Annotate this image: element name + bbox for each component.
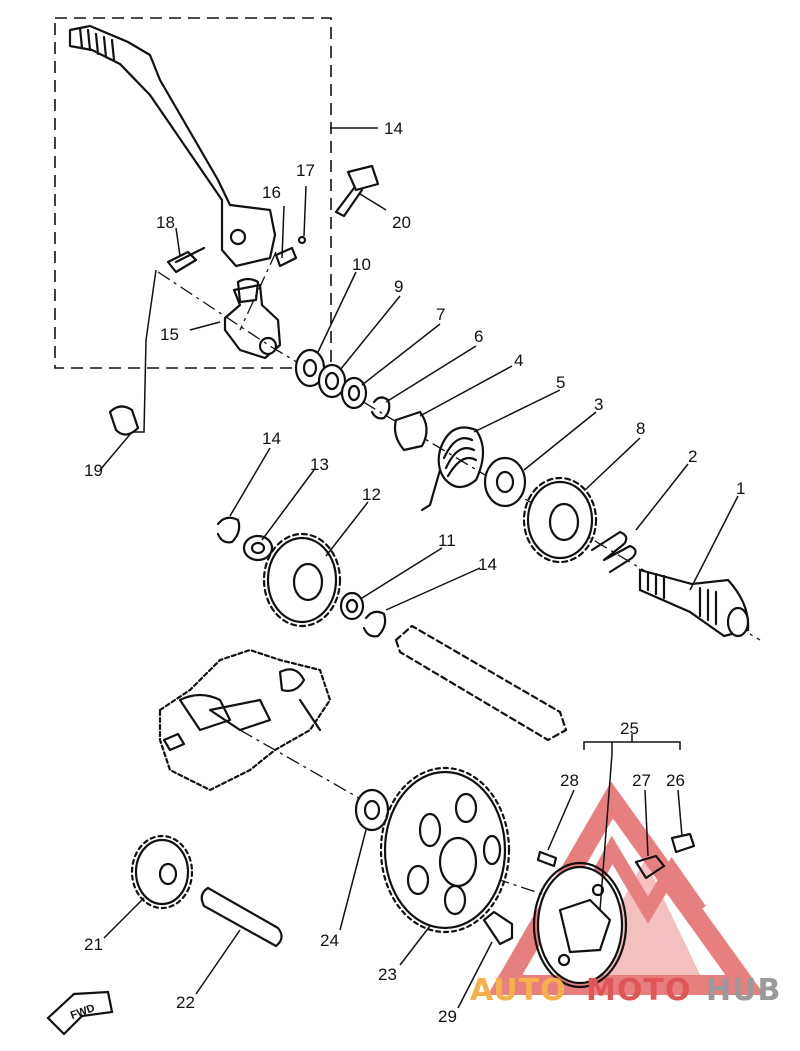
fwd-indicator: FWD bbox=[46, 990, 114, 1036]
callout-26: 25 bbox=[620, 719, 639, 738]
callout-14-top: 14 bbox=[262, 429, 281, 448]
washer-11-hole bbox=[345, 598, 359, 614]
washer-3-hole bbox=[495, 470, 515, 494]
callout-19: 18 bbox=[156, 213, 175, 232]
callout-6: 6 bbox=[474, 327, 483, 346]
pin-28 bbox=[634, 854, 666, 880]
watermark-hub: HUB bbox=[706, 973, 781, 1008]
boss-bore bbox=[258, 336, 278, 356]
callout-10: 10 bbox=[352, 255, 371, 274]
callout-22: 21 bbox=[84, 935, 103, 954]
idle-gear-parts bbox=[216, 516, 568, 742]
callout-20: 19 bbox=[84, 461, 103, 480]
bolt-27 bbox=[670, 832, 696, 854]
watermark-moto: MOTO bbox=[586, 973, 691, 1008]
starter-axis-2 bbox=[469, 869, 561, 901]
callout-1: 1 bbox=[736, 479, 745, 498]
guide-line-20 bbox=[132, 269, 157, 433]
kick-pedal-assembly bbox=[54, 17, 761, 641]
collar-4 bbox=[393, 410, 428, 452]
clip-14a bbox=[216, 516, 241, 544]
callout-27: 26 bbox=[666, 771, 685, 790]
callout-9: 9 bbox=[394, 277, 403, 296]
callout-2: 2 bbox=[688, 447, 697, 466]
callout-11: 11 bbox=[438, 531, 456, 550]
callout-7: 7 bbox=[436, 305, 445, 324]
callout-5: 5 bbox=[556, 373, 565, 392]
bolt-19 bbox=[166, 250, 198, 274]
washer-9-hole bbox=[324, 371, 340, 391]
callout-24: 23 bbox=[378, 965, 397, 984]
callout-3: 3 bbox=[594, 395, 603, 414]
clip-2 bbox=[590, 530, 637, 574]
callout-21: 20 bbox=[392, 213, 411, 232]
screw-17 bbox=[274, 246, 298, 268]
leader-lines bbox=[99, 127, 739, 1009]
callout-14-bottom: 14 bbox=[478, 555, 497, 574]
callout-25: 24 bbox=[320, 931, 339, 950]
clutch-plate-26 bbox=[532, 861, 628, 989]
callout-29: 28 bbox=[560, 771, 579, 790]
callout-28: 27 bbox=[632, 771, 651, 790]
clip-14b bbox=[362, 610, 387, 638]
callout-16: 15 bbox=[160, 325, 179, 344]
washer-13-hole bbox=[250, 541, 266, 555]
callout-23: 22 bbox=[176, 993, 195, 1012]
callout-4: 4 bbox=[514, 351, 523, 370]
gear-24 bbox=[379, 766, 511, 934]
spring-5 bbox=[420, 426, 485, 512]
idle-shaft-outline bbox=[394, 624, 568, 742]
shaft-23 bbox=[200, 886, 283, 948]
callout-labels: 14 17 16 20 18 15 10 9 7 6 4 5 3 8 2 1 1… bbox=[84, 119, 745, 1026]
washer-25-hole bbox=[363, 799, 381, 821]
bracket-26 bbox=[583, 734, 681, 754]
bolt-21-head bbox=[346, 164, 380, 192]
watermark-auto: AUTO bbox=[470, 973, 567, 1008]
lever-bolt-hole bbox=[229, 228, 247, 246]
pin-29 bbox=[536, 850, 558, 868]
bolt-19-shank bbox=[174, 246, 206, 264]
clip-6 bbox=[370, 396, 391, 420]
callout-15: 14 bbox=[384, 119, 403, 138]
washer-10-hole bbox=[302, 358, 318, 378]
kick-lever bbox=[68, 24, 277, 268]
boss-top bbox=[236, 277, 260, 304]
callout-8: 8 bbox=[636, 419, 645, 438]
cap-20 bbox=[108, 405, 140, 436]
watermark-text: AUTO MOTO HUB bbox=[470, 973, 781, 1008]
washer-7-hole bbox=[347, 384, 361, 402]
starter-gear-parts bbox=[130, 729, 696, 989]
lead-26-plate bbox=[599, 753, 613, 911]
kick-shaft-1 bbox=[638, 568, 750, 638]
bolt-21-shank bbox=[334, 186, 364, 218]
callout-18: 17 bbox=[296, 161, 315, 180]
callout-13: 13 bbox=[310, 455, 329, 474]
gear-12 bbox=[262, 532, 342, 628]
callout-12: 12 bbox=[362, 485, 381, 504]
kick-axis-line bbox=[157, 271, 761, 641]
boss-16 bbox=[223, 283, 282, 360]
assembly-15-box bbox=[54, 17, 332, 369]
lever-grip bbox=[78, 26, 116, 62]
callout-17: 16 bbox=[262, 183, 281, 202]
callout-30: 29 bbox=[438, 1007, 457, 1026]
gear-8 bbox=[522, 476, 598, 564]
ball-18 bbox=[297, 235, 307, 245]
gear-22 bbox=[130, 834, 194, 910]
bolt-30 bbox=[482, 910, 514, 946]
crankcase-fragment bbox=[158, 648, 332, 792]
kick-shaft-parts bbox=[294, 348, 750, 638]
